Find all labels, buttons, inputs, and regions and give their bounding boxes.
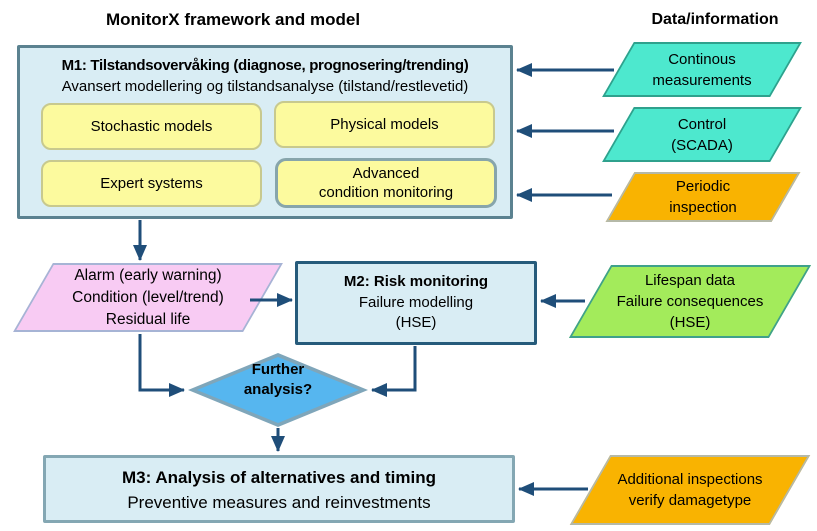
m2-module: M2: Risk monitoring Failure modelling (H…	[295, 261, 537, 345]
input-control-scada: Control (SCADA)	[602, 107, 802, 162]
arrow-alarm-to-decision	[138, 334, 185, 397]
model-box-advanced: Advanced condition monitoring	[275, 158, 497, 208]
m3-title: M3: Analysis of alternatives and timing	[122, 468, 436, 487]
decision-label: Further analysis?	[243, 361, 313, 398]
model-box-label: Physical models	[330, 116, 439, 133]
input-additional-inspections: Additional inspections verify damagetype	[569, 455, 811, 525]
model-box-label: Stochastic models	[90, 118, 213, 135]
input-label: Continous	[668, 50, 736, 68]
input-label: (HSE)	[669, 314, 711, 331]
m2-line: Failure modelling	[358, 294, 474, 311]
input-label: Additional inspections	[617, 471, 763, 488]
input-label: measurements	[652, 71, 752, 89]
input-label: (SCADA)	[671, 136, 733, 154]
m3-module: M3: Analysis of alternatives and timing …	[43, 455, 515, 523]
arrow-m2-to-decision	[371, 346, 417, 397]
input-lifespan-data: Lifespan data Failure consequences (HSE)	[568, 265, 812, 338]
input-label: inspection	[669, 199, 737, 216]
m1-subtitle: Avansert modellering og tilstandsanalyse…	[61, 78, 469, 95]
output-alarm-condition: Alarm (early warning) Condition (level/t…	[13, 263, 283, 332]
input-continuous-measurements: Continous measurements	[602, 42, 802, 97]
model-box-label: Expert systems	[100, 175, 203, 192]
input-label: Lifespan data	[644, 272, 736, 289]
input-periodic-inspection: Periodic inspection	[605, 172, 801, 222]
m3-subtitle: Preventive measures and reinvestments	[127, 493, 431, 512]
model-box-expert: Expert systems	[41, 160, 262, 207]
input-label: Periodic	[675, 178, 731, 195]
output-label: Alarm (early warning)	[74, 266, 222, 284]
input-label: Failure consequences	[616, 293, 764, 310]
data-information-title: Data/information	[651, 11, 779, 28]
model-box-physical: Physical models	[274, 101, 495, 148]
m2-title: M2: Risk monitoring	[343, 273, 489, 290]
m2-line: (HSE)	[395, 314, 437, 331]
model-box-label: Advanced	[352, 165, 420, 182]
m1-title: M1: Tilstandsovervåking (diagnose, progn…	[61, 57, 469, 74]
output-label: Condition (level/trend)	[72, 288, 224, 306]
framework-title: MonitorX framework and model	[105, 10, 361, 29]
input-label: verify damagetype	[628, 492, 752, 509]
output-label: Residual life	[105, 310, 191, 328]
model-box-stochastic: Stochastic models	[41, 103, 262, 150]
model-box-label: condition monitoring	[318, 184, 454, 201]
input-label: Control	[677, 115, 727, 133]
